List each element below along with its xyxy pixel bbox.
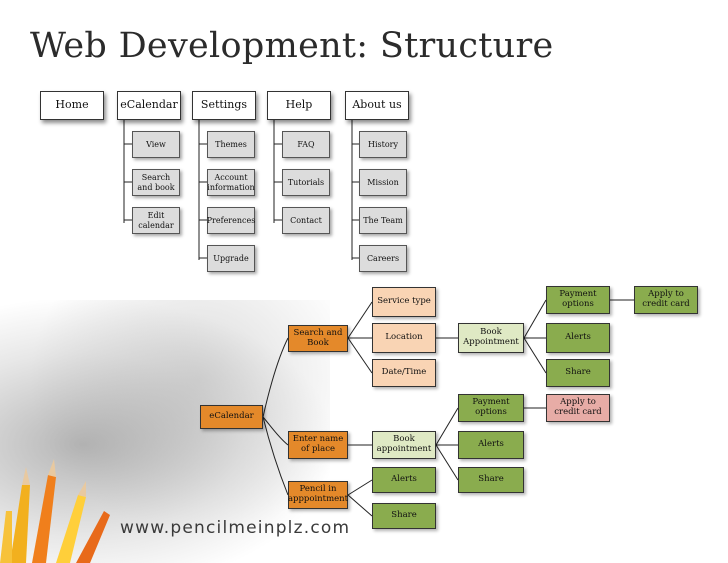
flow-apply-credit-card-1: Apply to credit card (634, 286, 698, 314)
nav-settings[interactable]: Settings (192, 91, 256, 120)
flow-share-2: Share (458, 467, 524, 493)
sub-history[interactable]: History (359, 131, 407, 158)
sub-tutorials[interactable]: Tutorials (282, 169, 330, 196)
sub-upgrade[interactable]: Upgrade (207, 245, 255, 272)
pencils-illustration (0, 459, 110, 563)
flow-alerts-1: Alerts (546, 323, 610, 353)
sub-contact[interactable]: Contact (282, 207, 330, 234)
flow-ecalendar-root: eCalendar (200, 405, 263, 429)
flow-search-and-book: Search and Book (288, 325, 348, 352)
flow-share-3: Share (372, 503, 436, 529)
flow-enter-name-of-place: Enter name of place (288, 431, 348, 459)
flow-location: Location (372, 323, 436, 353)
sub-mission[interactable]: Mission (359, 169, 407, 196)
flow-book-appointment-1: Book Appointment (458, 323, 524, 353)
footer-url: www.pencilmeinplz.com (120, 518, 351, 538)
flow-alerts-3: Alerts (372, 467, 436, 493)
flow-apply-credit-card-2: Apply to credit card (546, 394, 610, 422)
page-title: Web Development: Structure (30, 26, 554, 66)
flow-payment-options-2: Payment options (458, 394, 524, 422)
sub-the-team[interactable]: The Team (359, 207, 407, 234)
nav-about-us[interactable]: About us (345, 91, 409, 120)
nav-ecalendar[interactable]: eCalendar (117, 91, 181, 120)
flow-pencil-in-appointment: Pencil in apppointment (288, 481, 348, 509)
flow-service-type: Service type (372, 287, 436, 317)
sub-search-and-book[interactable]: Search and book (132, 169, 180, 196)
nav-home[interactable]: Home (40, 91, 104, 120)
sub-edit-calendar[interactable]: Edit calendar (132, 207, 180, 234)
flow-share-1: Share (546, 359, 610, 387)
nav-help[interactable]: Help (267, 91, 331, 120)
sub-preferences[interactable]: Preferences (207, 207, 255, 234)
sub-account-information[interactable]: Account information (207, 169, 255, 196)
sub-themes[interactable]: Themes (207, 131, 255, 158)
flow-alerts-2: Alerts (458, 431, 524, 459)
sub-careers[interactable]: Careers (359, 245, 407, 272)
flow-payment-options-1: Payment options (546, 286, 610, 314)
flow-book-appointment-2: Book appointment (372, 431, 436, 459)
flow-date-time: Date/Time (372, 359, 436, 387)
sub-faq[interactable]: FAQ (282, 131, 330, 158)
sub-view[interactable]: View (132, 131, 180, 158)
